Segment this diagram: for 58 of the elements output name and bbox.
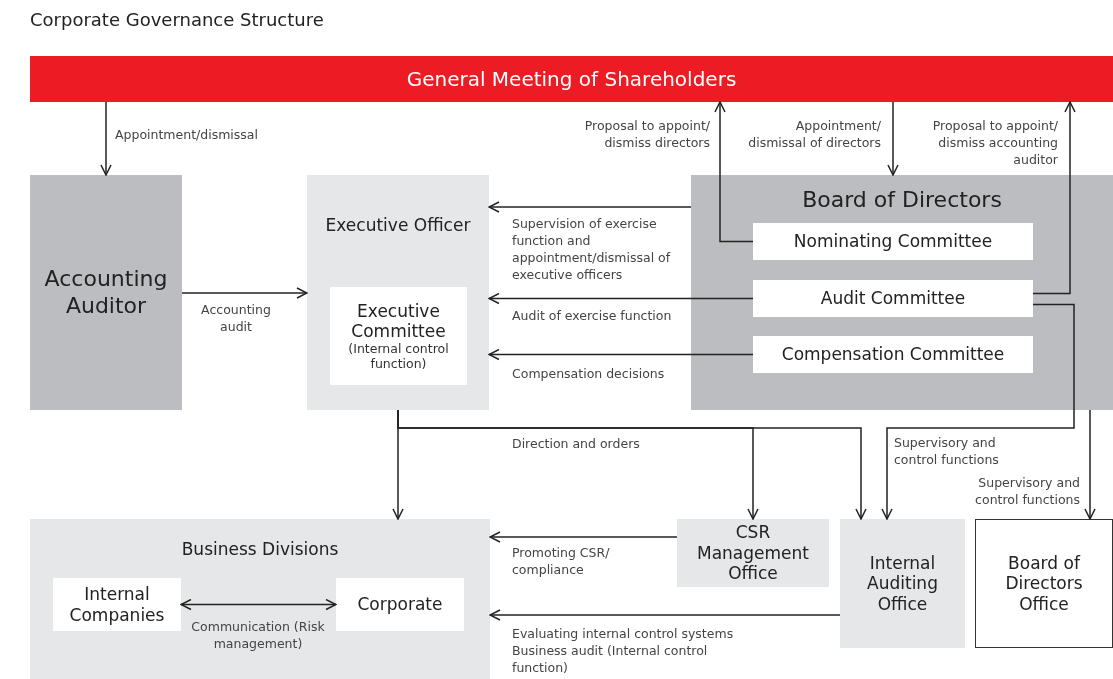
edge-label: Supervision of exercise function and appointment/dismissal of executive officers: [512, 216, 672, 284]
edge-label: Proposal to appoint/ dismiss directors: [583, 118, 710, 152]
arrow: [489, 531, 678, 543]
board-box: [691, 175, 1113, 410]
auditor-box: [30, 175, 182, 410]
shareholders-banner: [30, 56, 1113, 102]
office-box: [840, 519, 965, 648]
node-note: (Internal control function): [347, 341, 450, 372]
committee-box: [753, 336, 1033, 373]
edge-label: Proposal to appoint/ dismiss accounting auditor: [931, 118, 1058, 169]
arrow: [887, 101, 899, 176]
edge-label: Appointment/dismissal: [115, 127, 259, 144]
committee-box: [753, 280, 1033, 317]
edge-label: Communication (Risk management): [190, 619, 326, 653]
edge-label: Compensation decisions: [512, 366, 666, 383]
node-title: Business Divisions: [180, 539, 340, 560]
edge-label: Evaluating internal control systems Business audit (Internal control function): [512, 626, 735, 677]
arrow: [181, 287, 308, 299]
divisions-box: [30, 519, 490, 679]
office-box: [677, 519, 829, 587]
arrow: [881, 303, 1075, 520]
node-title: CSR Management Office: [696, 522, 810, 584]
node-title: Corporate: [356, 594, 444, 615]
node-title: Compensation Committee: [780, 344, 1006, 365]
officer-box: [307, 175, 489, 410]
edge-label: Direction and orders: [512, 436, 641, 453]
node-title: Nominating Committee: [792, 231, 994, 252]
edge-label: Appointment/ dismissal of directors: [747, 118, 881, 152]
edge-label: Supervisory and control functions: [974, 475, 1080, 509]
division-box: [53, 578, 181, 631]
node-title: Accounting Auditor: [43, 266, 169, 319]
node-title: Internal Companies: [68, 584, 166, 625]
edge-label: Audit of exercise function: [512, 308, 673, 325]
node-title: Board of Directors: [801, 187, 1003, 214]
node-title: Executive Committee: [350, 300, 447, 342]
diagram-title: Corporate Governance Structure: [30, 9, 324, 30]
arrow: [714, 101, 754, 243]
committee-box: [330, 287, 467, 385]
node-title: General Meeting of Shareholders: [405, 67, 738, 91]
division-box: [336, 578, 464, 631]
arrow: [1032, 101, 1076, 295]
arrow: [397, 409, 867, 520]
office-box: [975, 519, 1113, 648]
edge-label: Promoting CSR/ compliance: [512, 545, 611, 579]
committee-box: [753, 223, 1033, 260]
node-title: Executive Officer: [324, 215, 472, 236]
edge-label: Accounting audit: [200, 302, 272, 336]
arrow: [489, 609, 841, 621]
arrow: [488, 348, 754, 361]
node-title: Internal Auditing Office: [866, 552, 939, 615]
node-title: Audit Committee: [819, 288, 967, 309]
arrow: [488, 292, 754, 305]
arrow: [1084, 409, 1096, 520]
node-title: Board of Directors Office: [1004, 552, 1084, 615]
arrow: [100, 101, 112, 176]
edge-label: Supervisory and control functions: [894, 435, 1000, 469]
arrow: [180, 598, 337, 611]
arrow: [488, 201, 692, 213]
